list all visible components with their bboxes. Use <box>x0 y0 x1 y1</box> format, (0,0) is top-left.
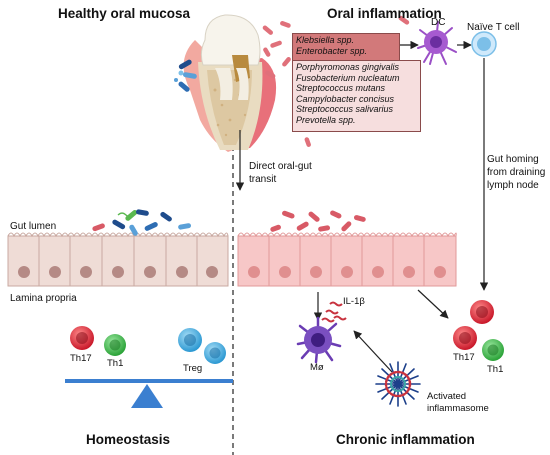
bacteria-box-oral: Porphyromonas gingivalis Fusobacterium n… <box>292 60 421 132</box>
oral-bacteria-inflamed <box>262 15 410 147</box>
gut-bacteria-inflamed <box>270 210 366 232</box>
label-gut-lumen: Gut lumen <box>10 221 57 232</box>
inflamed-epithelium <box>237 232 457 287</box>
gut-bacteria-healthy <box>92 209 192 236</box>
label-dc: DC <box>431 17 446 28</box>
t-cells-inflamed <box>453 300 504 361</box>
title-homeostasis: Homeostasis <box>86 432 171 447</box>
label-activated-line1: Activated <box>427 391 467 402</box>
label-lamina-propria: Lamina propria <box>10 293 77 304</box>
bacteria-name: Streptococcus salivarius <box>296 104 394 115</box>
bacteria-name: Enterobacter spp. <box>296 45 368 56</box>
bacteria-name: Fusobacterium nucleatum <box>296 72 400 83</box>
label-naive-t-cell: Naïve T cell <box>467 22 520 33</box>
label-homing-line2: from draining <box>487 167 546 178</box>
label-activated-line2: inflammasome <box>427 403 489 414</box>
label-macrophage: Mø <box>310 362 324 373</box>
label-th17-left: Th17 <box>70 353 92 364</box>
title-chronic: Chronic inflammation <box>336 432 475 447</box>
balance-scale <box>65 379 233 408</box>
label-transit-line1: Direct oral-gut <box>249 161 312 172</box>
il1b-cytokine <box>321 301 347 323</box>
label-treg: Treg <box>183 363 203 374</box>
t-cells-homeostasis <box>70 326 226 364</box>
title-healthy: Healthy oral mucosa <box>58 6 191 21</box>
naive-t-cell <box>471 31 497 57</box>
oral-bacteria-healthy <box>174 59 197 92</box>
arrow-to-t-cells <box>417 289 449 319</box>
label-th17-right: Th17 <box>453 352 475 363</box>
label-homing-line3: lymph node <box>487 180 539 191</box>
label-th1-left: Th1 <box>107 358 124 369</box>
inflammasome-complex <box>375 361 421 407</box>
macrophage-cell <box>296 316 342 364</box>
tooth-illustration <box>183 14 277 152</box>
title-inflammation: Oral inflammation <box>327 6 442 21</box>
bacteria-name: Streptococcus mutans <box>296 83 386 94</box>
bacteria-name: Klebsiella spp. <box>296 35 355 45</box>
label-homing-line1: Gut homing <box>487 154 539 165</box>
bacteria-name: Campylobacter concisus <box>296 93 395 104</box>
bacteria-box-top: Klebsiella spp. Enterobacter spp. <box>292 33 400 61</box>
bacteria-name: Prevotella spp. <box>296 114 356 125</box>
label-il1b: IL-1β <box>343 296 365 307</box>
healthy-epithelium <box>7 232 229 287</box>
label-th1-right: Th1 <box>487 364 504 375</box>
label-transit-line2: transit <box>249 174 277 185</box>
arrow-inflammasome-to-macrophage <box>353 330 393 373</box>
bacteria-name: Porphyromonas gingivalis <box>296 62 400 72</box>
dendritic-cell <box>417 21 457 65</box>
